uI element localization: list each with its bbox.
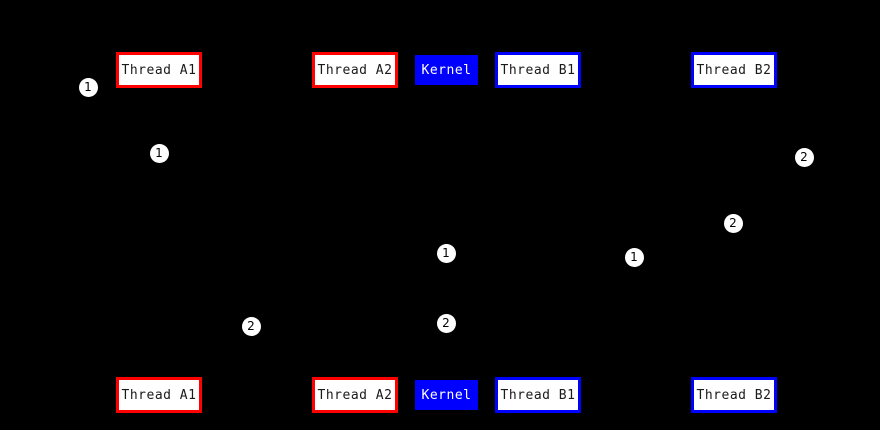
sequence-marker-label: 2 [800, 150, 808, 164]
sequence-marker-label: 1 [630, 250, 638, 264]
participant-box-bottom-thread-b1[interactable]: Thread B1 [495, 377, 581, 413]
sequence-marker-2-6: 2 [241, 316, 261, 336]
participant-label: Thread A1 [121, 62, 197, 78]
message-arrow-2 [734, 175, 804, 176]
lifeline-thread-a1 [159, 88, 160, 377]
participant-label: Thread B1 [500, 387, 576, 403]
sequence-marker-label: 2 [442, 316, 450, 330]
sequence-marker-1-4: 1 [436, 243, 456, 263]
participant-label: Thread A2 [317, 387, 393, 403]
participant-box-bottom-kernel[interactable]: Kernel [415, 380, 478, 410]
participant-label: Thread B2 [696, 387, 772, 403]
participant-label: Thread B2 [696, 62, 772, 78]
sequence-marker-label: 2 [247, 319, 255, 333]
sequence-marker-1-0: 1 [78, 77, 98, 97]
participant-label: Kernel [421, 62, 472, 78]
participant-box-top-kernel[interactable]: Kernel [415, 55, 478, 85]
sequence-marker-2-7: 2 [436, 313, 456, 333]
sequence-marker-label: 1 [155, 146, 163, 160]
lifeline-thread-b2 [734, 88, 735, 377]
lifeline-thread-a2 [355, 88, 356, 377]
sequence-marker-1-1: 1 [149, 143, 169, 163]
message-arrow-4 [355, 253, 446, 254]
sequence-marker-label: 1 [442, 246, 450, 260]
lifeline-kernel [446, 85, 447, 380]
participant-box-top-thread-b1[interactable]: Thread B1 [495, 52, 581, 88]
sequence-marker-2-3: 2 [723, 213, 743, 233]
participant-box-bottom-thread-b2[interactable]: Thread B2 [691, 377, 777, 413]
participant-box-bottom-thread-a2[interactable]: Thread A2 [312, 377, 398, 413]
message-arrow-3 [538, 223, 734, 224]
message-arrow-7 [355, 323, 446, 324]
message-arrow-5 [446, 257, 538, 258]
sequence-marker-label: 2 [729, 216, 737, 230]
sequence-marker-label: 1 [84, 80, 92, 94]
participant-label: Kernel [421, 387, 472, 403]
sequence-marker-2-2: 2 [794, 147, 814, 167]
participant-box-top-thread-a1[interactable]: Thread A1 [116, 52, 202, 88]
message-arrow-1 [159, 153, 355, 154]
participant-label: Thread A2 [317, 62, 393, 78]
participant-box-top-thread-b2[interactable]: Thread B2 [691, 52, 777, 88]
participant-box-top-thread-a2[interactable]: Thread A2 [312, 52, 398, 88]
lifeline-thread-b1 [538, 88, 539, 377]
participant-label: Thread B1 [500, 62, 576, 78]
message-arrow-0 [88, 105, 159, 106]
sequence-marker-1-5: 1 [624, 247, 644, 267]
participant-box-bottom-thread-a1[interactable]: Thread A1 [116, 377, 202, 413]
participant-label: Thread A1 [121, 387, 197, 403]
